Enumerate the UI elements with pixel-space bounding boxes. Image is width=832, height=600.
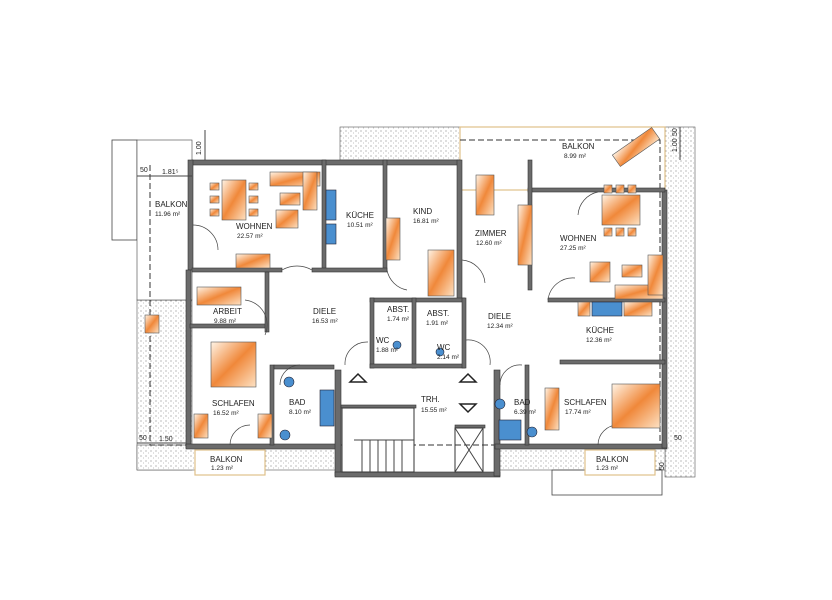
svg-text:50: 50	[674, 435, 682, 442]
svg-text:1.74 m²: 1.74 m²	[387, 316, 410, 323]
svg-text:1.88 m²: 1.88 m²	[376, 347, 399, 354]
svg-text:WC: WC	[437, 343, 451, 352]
room-kueche-east: KÜCHE 12.36 m²	[586, 326, 614, 344]
room-diele-east: DIELE 12.34 m²	[487, 312, 513, 330]
svg-text:10.51 m²: 10.51 m²	[347, 222, 373, 229]
svg-text:WC: WC	[376, 336, 390, 345]
svg-text:SCHLAFEN: SCHLAFEN	[212, 399, 255, 408]
svg-text:15.55 m²: 15.55 m²	[421, 407, 447, 414]
svg-text:16.53 m²: 16.53 m²	[312, 318, 338, 325]
svg-text:8.99 m²: 8.99 m²	[564, 153, 587, 160]
svg-text:BALKON: BALKON	[155, 200, 188, 209]
room-abst-east: ABST. 1.91 m²	[426, 309, 449, 327]
svg-text:ABST.: ABST.	[427, 309, 449, 318]
svg-text:8.10 m²: 8.10 m²	[289, 409, 312, 416]
staircase	[341, 372, 484, 473]
room-wohnen-east: WOHNEN 27.25 m²	[560, 234, 597, 252]
svg-text:12.60 m²: 12.60 m²	[476, 240, 502, 247]
svg-text:KÜCHE: KÜCHE	[586, 326, 614, 335]
room-wc-east: WC 2.14 m²	[437, 343, 460, 361]
svg-text:12.36 m²: 12.36 m²	[586, 337, 612, 344]
room-balkon-north: BALKON 8.99 m²	[562, 142, 595, 160]
svg-text:BALKON: BALKON	[596, 455, 629, 464]
room-kind: KIND 16.81 m²	[413, 207, 439, 225]
svg-text:1.23 m²: 1.23 m²	[211, 465, 234, 472]
svg-text:50: 50	[659, 462, 666, 470]
room-arbeit: ARBEIT 9.88 m²	[213, 307, 242, 325]
room-schlafen-west: SCHLAFEN 16.52 m²	[212, 399, 255, 417]
svg-text:1.00: 1.00	[196, 141, 203, 155]
svg-text:BALKON: BALKON	[210, 455, 243, 464]
svg-text:1.81⁵: 1.81⁵	[162, 169, 179, 176]
svg-text:1.91 m²: 1.91 m²	[426, 320, 449, 327]
svg-text:27.25 m²: 27.25 m²	[560, 245, 586, 252]
room-abst-west: ABST. 1.74 m²	[387, 305, 410, 323]
room-wohnen-west: WOHNEN 22.57 m²	[236, 222, 273, 240]
svg-text:ARBEIT: ARBEIT	[213, 307, 242, 316]
svg-text:WOHNEN: WOHNEN	[236, 222, 273, 231]
svg-text:1.50: 1.50	[159, 436, 173, 443]
dimension-labels: 1.00 50 1.81⁵ 50 1.50 1.00 50 50 50	[137, 127, 682, 470]
svg-text:12.34 m²: 12.34 m²	[487, 323, 513, 330]
svg-text:WOHNEN: WOHNEN	[560, 234, 597, 243]
room-diele-west: DIELE 16.53 m²	[312, 307, 338, 325]
svg-text:KÜCHE: KÜCHE	[346, 211, 374, 220]
svg-text:BAD: BAD	[514, 398, 531, 407]
room-wc-west: WC 1.88 m²	[376, 336, 399, 354]
svg-text:BAD: BAD	[289, 398, 306, 407]
svg-text:ZIMMER: ZIMMER	[475, 229, 507, 238]
svg-text:50: 50	[140, 167, 148, 174]
svg-text:TRH.: TRH.	[421, 395, 440, 404]
svg-text:1.23 m²: 1.23 m²	[596, 465, 619, 472]
svg-text:16.52 m²: 16.52 m²	[213, 410, 239, 417]
svg-text:ABST.: ABST.	[387, 305, 409, 314]
terrain	[111, 126, 696, 496]
doors	[192, 191, 619, 446]
svg-text:1.00: 1.00	[672, 138, 679, 152]
room-zimmer: ZIMMER 12.60 m²	[475, 229, 507, 247]
svg-text:2.14 m²: 2.14 m²	[437, 354, 460, 361]
room-schlafen-east: SCHLAFEN 17.74 m²	[564, 398, 607, 416]
svg-text:16.81 m²: 16.81 m²	[413, 218, 439, 225]
svg-text:SCHLAFEN: SCHLAFEN	[564, 398, 607, 407]
room-bad-east: BAD 6.39 m²	[514, 398, 537, 416]
room-bad-west: BAD 8.10 m²	[289, 398, 312, 416]
svg-text:50: 50	[139, 435, 147, 442]
svg-text:22.57 m²: 22.57 m²	[237, 233, 263, 240]
room-balkon-west: BALKON 11.96 m²	[155, 200, 188, 218]
room-kueche-west: KÜCHE 10.51 m²	[346, 211, 374, 229]
svg-text:6.39 m²: 6.39 m²	[514, 409, 537, 416]
room-treppenhaus: TRH. 15.55 m²	[421, 395, 447, 414]
walls	[185, 159, 668, 478]
svg-text:KIND: KIND	[413, 207, 432, 216]
room-labels: BALKON 11.96 m² WOHNEN 22.57 m² KÜCHE 10.51…	[155, 142, 629, 472]
svg-text:DIELE: DIELE	[488, 312, 511, 321]
svg-text:DIELE: DIELE	[313, 307, 336, 316]
svg-text:11.96 m²: 11.96 m²	[155, 211, 181, 218]
svg-text:17.74 m²: 17.74 m²	[565, 409, 591, 416]
furniture	[144, 127, 664, 441]
svg-text:BALKON: BALKON	[562, 142, 595, 151]
svg-text:9.88 m²: 9.88 m²	[214, 318, 237, 325]
svg-text:50: 50	[672, 128, 679, 136]
